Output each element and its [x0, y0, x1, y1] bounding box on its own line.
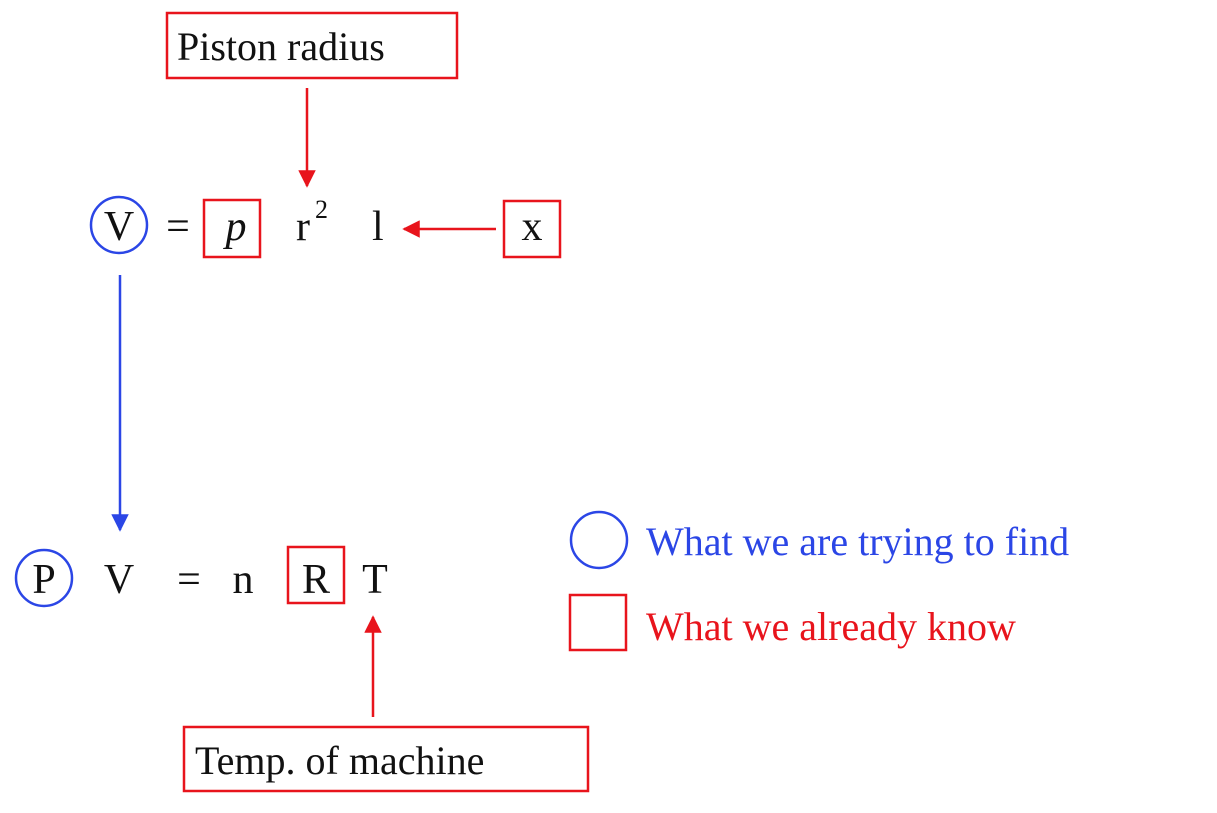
p-known-box — [202, 198, 262, 259]
piston-radius-label: Piston radius — [177, 24, 385, 69]
eq1-v: V — [104, 204, 134, 250]
temp-of-machine-box — [182, 725, 590, 793]
eq2-r: R — [302, 557, 330, 603]
eq1-exponent: 2 — [315, 195, 328, 224]
temp-of-machine-label: Temp. of machine — [195, 738, 484, 783]
eq2-v: V — [104, 557, 134, 603]
legend-know-label: What we already know — [646, 604, 1016, 649]
legend-find-label: What we are trying to find — [646, 519, 1069, 564]
eq1-p: p — [223, 204, 247, 250]
eq2-p: P — [32, 557, 55, 603]
p-find-circle — [14, 548, 74, 608]
legend-square-icon — [568, 593, 628, 652]
eq1-l: l — [372, 204, 384, 250]
piston-radius-box — [165, 11, 459, 80]
legend-circle-icon — [569, 510, 629, 570]
eq2-n: n — [233, 557, 254, 603]
x-known-box — [502, 199, 562, 259]
eq2-equals: = — [177, 557, 201, 603]
r-known-box — [286, 545, 346, 605]
v-find-circle — [89, 195, 149, 255]
eq1-x: x — [522, 204, 543, 250]
eq1-equals: = — [166, 204, 190, 250]
eq2-t: T — [362, 557, 388, 603]
eq1-r: r — [296, 204, 310, 250]
